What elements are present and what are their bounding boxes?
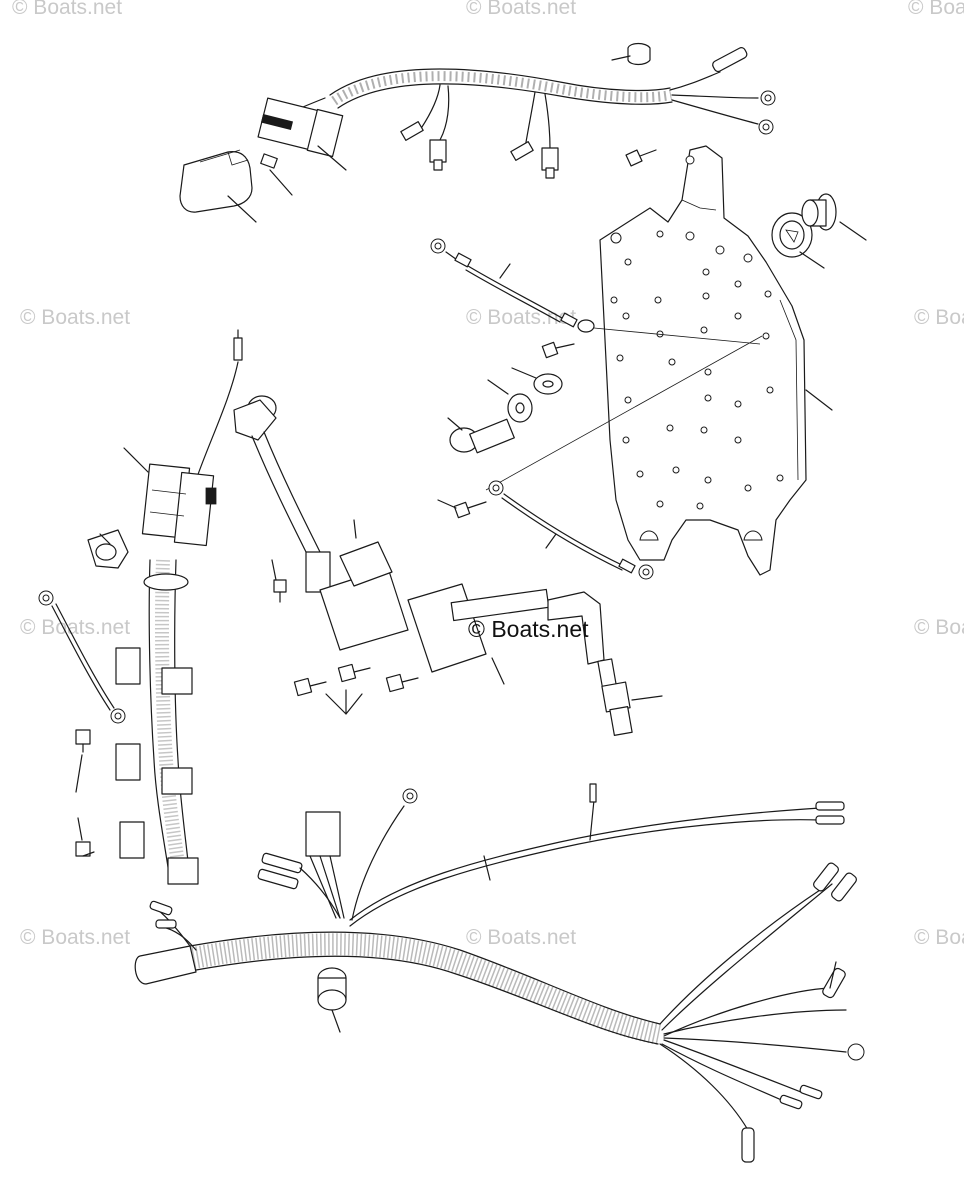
- fasteners-middle: [437, 335, 763, 519]
- watermark: © Boats.net: [20, 616, 131, 639]
- ground-strap-upper: [430, 238, 761, 345]
- watermark: © Boats.net: [908, 0, 964, 19]
- top-wiring-harness: [179, 42, 776, 223]
- grommets: [771, 193, 867, 269]
- spark-plug: [597, 658, 663, 736]
- watermark: © Boats.net: [466, 306, 577, 329]
- watermark: © Boats.net: [914, 926, 964, 949]
- watermark: © Boats.net: [12, 0, 123, 19]
- watermark: © Boats.net: [466, 926, 577, 949]
- watermark: © Boats.net: [20, 306, 131, 329]
- ignition-coil-assembly: [233, 395, 605, 715]
- bracket-holes: [610, 155, 784, 510]
- watermark: © Boats.net: [914, 616, 964, 639]
- main-wiring-harness: [134, 783, 865, 1163]
- ground-wire-left: [38, 590, 126, 857]
- watermark: © Boats.net: [914, 306, 964, 329]
- watermark: © Boats.net: [20, 926, 131, 949]
- watermark: © Boats.net: [466, 0, 577, 19]
- mounting-bracket-plate: [599, 145, 833, 576]
- ground-strap-lower: [488, 480, 654, 580]
- center-watermark: © Boats.net: [468, 616, 589, 642]
- injector-harness: [87, 329, 243, 885]
